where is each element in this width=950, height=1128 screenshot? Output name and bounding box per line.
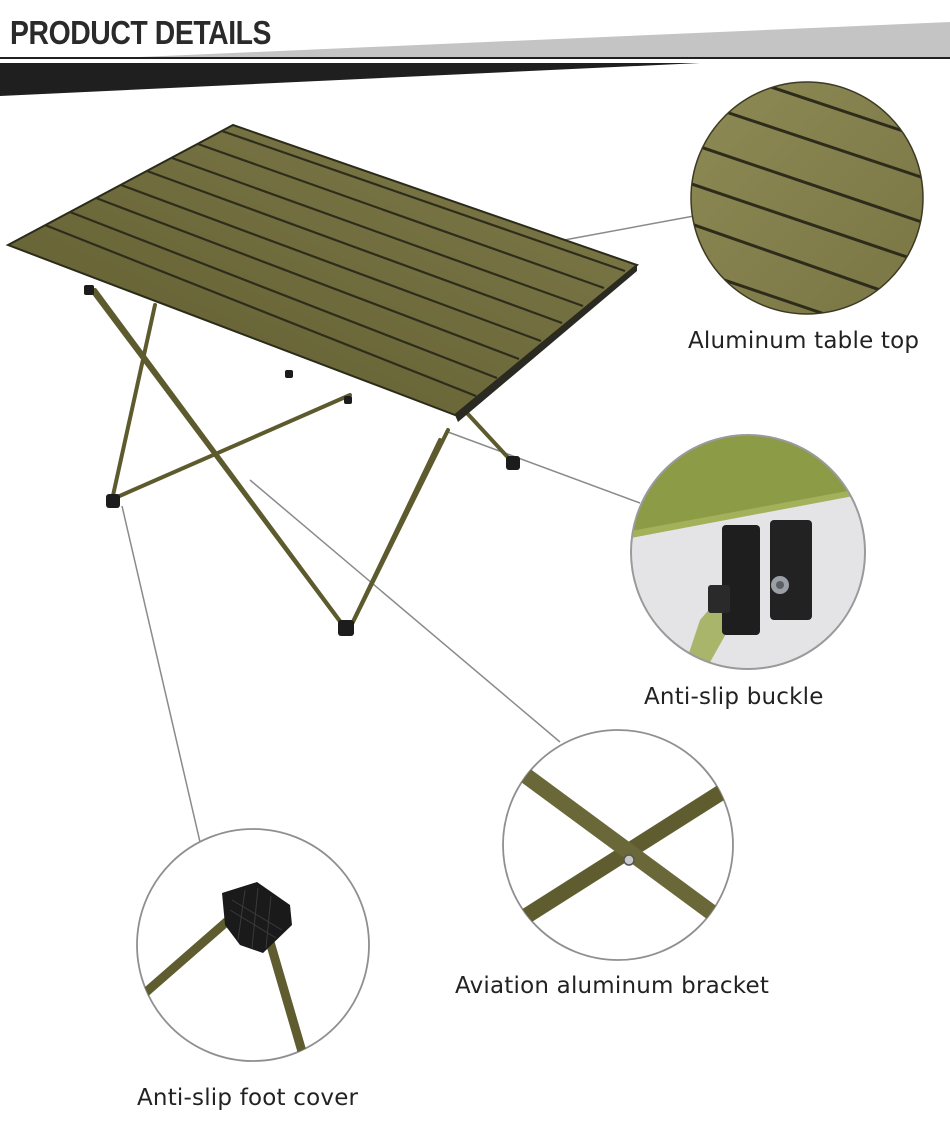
detail-foot-cover-icon	[136, 828, 370, 1062]
leader-lines	[121, 215, 695, 843]
caption-buckle: Anti-slip buckle	[644, 684, 824, 710]
detail-table-top-icon	[690, 81, 924, 315]
caption-table-top: Aluminum table top	[688, 328, 920, 354]
main-table-image	[5, 123, 640, 636]
detail-bracket-icon	[502, 729, 734, 961]
caption-bracket: Aviation aluminum bracket	[455, 973, 770, 999]
page-title: PRODUCT DETAILS	[10, 14, 272, 51]
detail-buckle-icon	[630, 434, 866, 670]
header-banner	[0, 22, 950, 96]
caption-foot-cover: Anti-slip foot cover	[137, 1085, 359, 1111]
